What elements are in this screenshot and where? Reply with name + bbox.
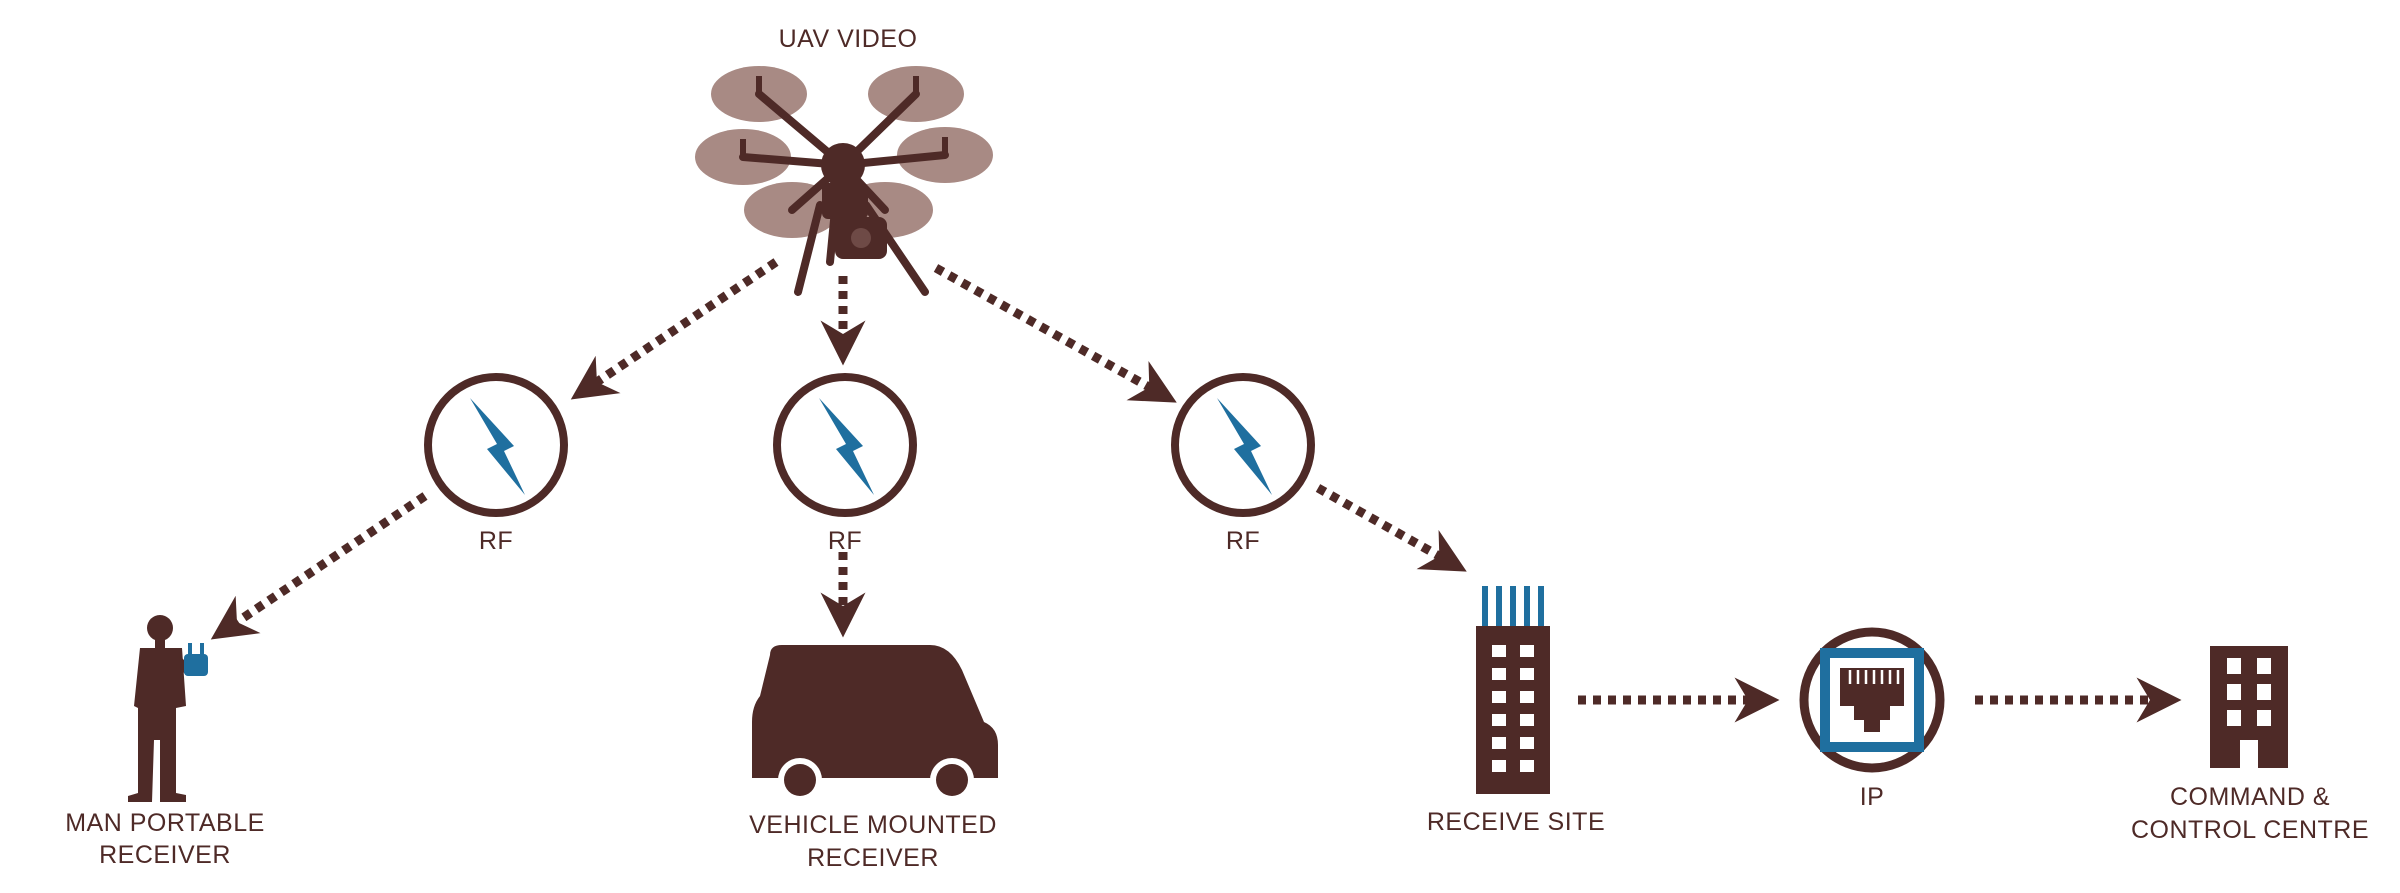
arrow-uav-to-rf-right [933,264,1177,403]
building-icon [2210,646,2288,768]
rf-center-label: RF [828,527,862,555]
building-with-antennas-icon [1476,586,1550,794]
vehicle-mounted-label-line2: RECEIVER [807,844,939,872]
drone-icon [695,66,993,296]
arrow-uav-to-rf-left [570,258,779,400]
man-portable-label-line1: MAN PORTABLE [65,809,265,837]
rf-right-label: RF [1226,527,1260,555]
arrow-rf-left-to-person [210,492,428,640]
diagram-title: UAV VIDEO [779,25,918,53]
rf-node-center [773,373,917,517]
rf-node-left [424,373,568,517]
lightning-icon [819,398,874,495]
lightning-icon [1217,398,1272,495]
command-centre-label-line2: CONTROL CENTRE [2131,816,2369,844]
rf-node-right [1171,373,1315,517]
van-icon [752,645,998,802]
receive-site-label: RECEIVE SITE [1427,808,1605,836]
rf-left-label: RF [479,527,513,555]
person-with-receiver-icon [128,615,208,802]
lightning-icon [470,398,525,495]
command-centre-label-line1: COMMAND & [2170,783,2330,811]
ethernet-port-icon [1799,627,1945,773]
vehicle-mounted-label-line1: VEHICLE MOUNTED [749,811,997,839]
man-portable-label-line2: RECEIVER [99,841,231,869]
arrow-rf-right-to-tower [1315,484,1467,572]
signal-arrows [210,258,2182,723]
ip-label: IP [1860,783,1885,811]
